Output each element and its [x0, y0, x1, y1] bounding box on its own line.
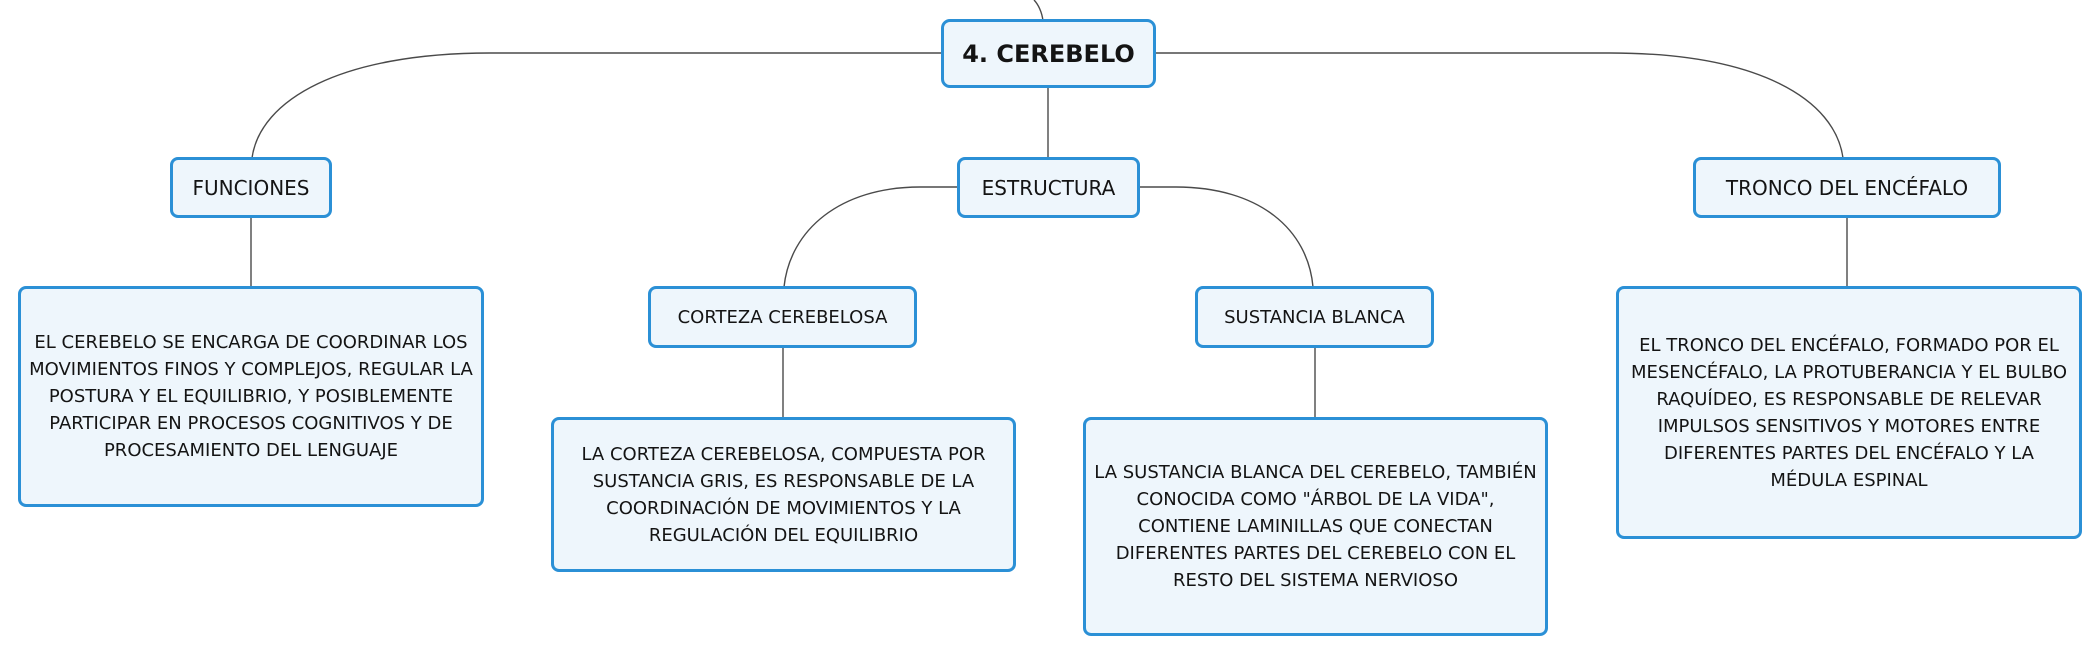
connector-estructura-to-corteza: [783, 186, 959, 288]
root-node[interactable]: 4. CEREBELO: [941, 19, 1156, 88]
topic-funciones[interactable]: FUNCIONES: [170, 157, 332, 218]
connector-root-to-tronco: [1155, 52, 1844, 159]
sustancia-description[interactable]: LA SUSTANCIA BLANCA DEL CEREBELO, TAMBIÉ…: [1083, 417, 1548, 636]
connector-estructura-to-sustancia: [1138, 186, 1314, 288]
funciones-description[interactable]: EL CEREBELO SE ENCARGA DE COORDINAR LOS …: [18, 286, 484, 507]
subtopic-sustancia-blanca[interactable]: SUSTANCIA BLANCA: [1195, 286, 1434, 348]
connector-root-to-funciones: [251, 52, 941, 159]
topic-estructura[interactable]: ESTRUCTURA: [957, 157, 1140, 218]
connector-parent-to-root: [1033, 0, 1044, 22]
topic-tronco-del-encefalo[interactable]: TRONCO DEL ENCÉFALO: [1693, 157, 2001, 218]
subtopic-corteza-cerebelosa[interactable]: CORTEZA CEREBELOSA: [648, 286, 917, 348]
tronco-description[interactable]: EL TRONCO DEL ENCÉFALO, FORMADO POR EL M…: [1616, 286, 2082, 539]
corteza-description[interactable]: LA CORTEZA CEREBELOSA, COMPUESTA POR SUS…: [551, 417, 1016, 572]
